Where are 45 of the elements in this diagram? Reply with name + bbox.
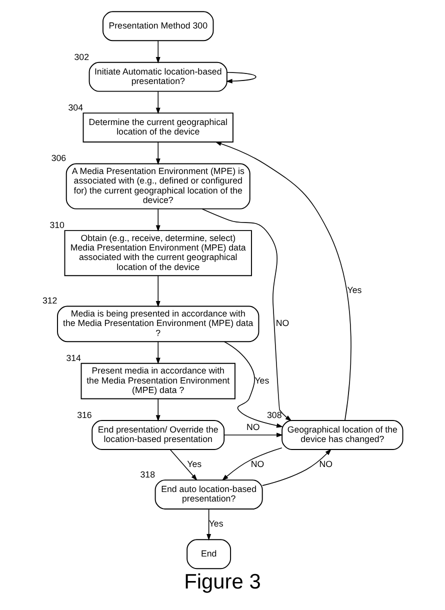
node-label: 312: [42, 296, 58, 306]
arrow: [156, 341, 160, 364]
node-box: Present media in accordance with the Media Presentation Environment (MPE) data ?: [80, 362, 236, 400]
arrow: [156, 398, 160, 422]
arrow: [226, 72, 256, 84]
node-box: Initiate Automatic location-based presentation?: [88, 62, 228, 92]
node-label: 314: [66, 352, 81, 363]
node-label: 306: [51, 153, 66, 164]
arrow: [224, 341, 284, 428]
node-box: End: [186, 539, 232, 570]
arrow: [262, 448, 332, 486]
arrow: [206, 508, 212, 540]
edge-label: NO: [276, 318, 290, 328]
edge-label: NO: [319, 459, 333, 470]
edge-label: NO: [250, 459, 264, 470]
node-label: 302: [74, 52, 90, 62]
arrow: [156, 142, 160, 165]
node-label: 304: [68, 102, 83, 112]
node-box: A Media Presentation Environment (MPE) is associated with (e.g., defined or configured for) the current geographical location of the device?: [66, 163, 250, 210]
node-box: Media is being presented in accordance with the Media Presentation Environment (MPE) data ?: [57, 306, 260, 342]
edge-label: Yes: [208, 518, 224, 529]
node-box: Obtain (e.g., receive, determine, select) Media Presentation Environment (MPE) data associated with the current geographical location of the device: [64, 230, 252, 276]
arrow: [156, 275, 160, 308]
edge-label: Yes: [347, 285, 362, 296]
arrow: [156, 91, 160, 114]
arrow: [202, 208, 292, 422]
caption: Figure 3: [184, 570, 261, 594]
arrow: [170, 449, 198, 481]
node-box: Determine the current geographical location of the device: [82, 112, 234, 142]
node-label: 310: [50, 220, 64, 230]
arrow: [156, 208, 160, 232]
arrow: [222, 447, 282, 481]
node-label: 316: [77, 410, 92, 420]
node-label: 318: [140, 469, 156, 480]
node-label: 308: [267, 410, 282, 420]
edge-label: Yes: [254, 375, 270, 386]
edge-label: NO: [246, 422, 260, 432]
node-box: Presentation Method 300: [102, 11, 214, 42]
node-box: Geographical location of the device has changed?: [282, 420, 404, 450]
node-box: End auto location-based presentation?: [154, 480, 263, 510]
arrow: [156, 40, 160, 64]
arrow: [214, 142, 352, 421]
node-box: End presentation/ Override the location-based presentation: [92, 420, 225, 450]
edge-label: Yes: [187, 459, 202, 470]
arrow: [224, 432, 283, 438]
